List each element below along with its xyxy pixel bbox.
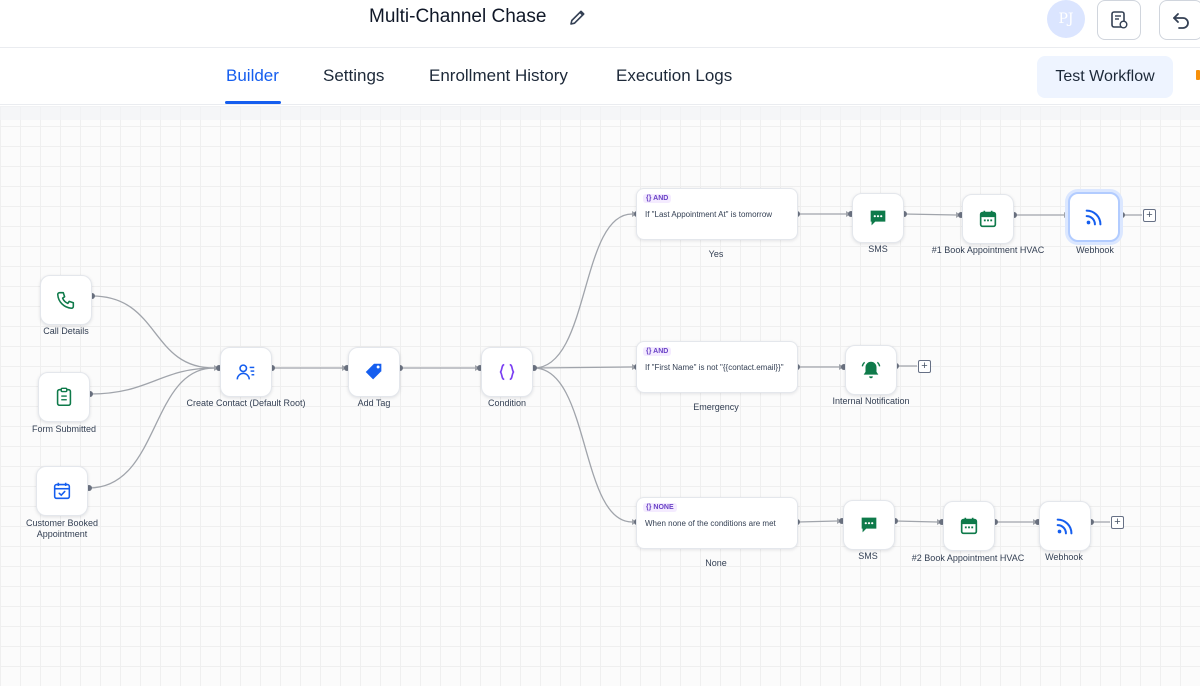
action-add-tag[interactable] <box>348 347 400 397</box>
action-internal-notification[interactable] <box>845 345 897 395</box>
branch-operator-badge: {} AND <box>643 347 672 356</box>
action-label: Webhook <box>1045 552 1083 562</box>
branch-name: Emergency <box>693 402 739 412</box>
nav-bar: Builder Settings Enrollment History Exec… <box>0 48 1200 105</box>
overflow-indicator <box>1196 70 1200 80</box>
action-webhook-2[interactable] <box>1039 501 1091 551</box>
user-list-icon <box>236 364 255 380</box>
message-icon <box>861 517 877 533</box>
action-book-appointment-2[interactable] <box>943 501 995 551</box>
action-label: Internal Notification <box>832 396 910 406</box>
trigger-form-submitted[interactable] <box>38 372 90 422</box>
branch-condition-text: If "First Name" is not "{{contact.email}… <box>645 363 784 372</box>
action-label: Webhook <box>1076 245 1114 255</box>
tab-builder[interactable]: Builder <box>226 66 279 85</box>
webhook-icon <box>1085 209 1102 226</box>
tag-icon <box>365 363 382 380</box>
branch-condition-text: If "Last Appointment At" is tomorrow <box>645 210 773 219</box>
message-icon <box>870 210 886 226</box>
action-sms[interactable] <box>852 193 904 243</box>
action-create-contact[interactable] <box>220 347 272 397</box>
undo-button[interactable] <box>1159 0 1200 40</box>
branch-condition-none[interactable]: {} NONE When none of the conditions are … <box>636 497 798 549</box>
canvas-top-shade <box>0 106 1200 120</box>
trigger-customer-booked-appointment[interactable] <box>36 466 88 516</box>
action-label: #1 Book Appointment HVAC <box>931 245 1045 255</box>
action-label: SMS <box>858 551 878 561</box>
branch-condition-yes[interactable]: {} AND If "Last Appointment At" is tomor… <box>636 188 798 240</box>
branch-operator-badge: {} NONE <box>643 503 677 512</box>
active-tab-indicator <box>225 101 281 104</box>
tab-execution-logs[interactable]: Execution Logs <box>616 66 733 85</box>
branch-condition-emergency[interactable]: {} AND If "First Name" is not "{{contact… <box>636 341 798 393</box>
braces-icon <box>499 363 515 381</box>
action-book-appointment-1[interactable] <box>962 194 1014 244</box>
webhook-icon <box>1056 518 1073 535</box>
clipboard-icon <box>56 387 72 407</box>
workflow-canvas[interactable] <box>0 106 1200 686</box>
trigger-call-details[interactable] <box>40 275 92 325</box>
undo-icon <box>1173 13 1189 29</box>
document-refresh-icon <box>1111 11 1128 29</box>
avatar[interactable]: PJ <box>1047 0 1085 38</box>
calendar-icon <box>960 517 978 535</box>
branch-operator-badge: {} AND <box>643 194 672 203</box>
phone-icon <box>56 291 75 310</box>
trigger-label: Customer Booked Appointment <box>25 518 99 539</box>
branch-name: None <box>705 558 727 568</box>
branch-condition-text: When none of the conditions are met <box>645 519 776 528</box>
action-label: SMS <box>868 244 888 254</box>
action-label: #2 Book Appointment HVAC <box>911 553 1025 563</box>
workflow-title: Multi-Channel Chase <box>369 6 547 27</box>
test-workflow-button[interactable]: Test Workflow <box>1037 56 1173 98</box>
pencil-icon[interactable] <box>568 7 588 27</box>
action-label: Condition <box>487 398 527 408</box>
calendar-check-icon <box>53 482 71 500</box>
add-step-button[interactable]: + <box>1143 209 1156 222</box>
calendar-icon <box>979 210 997 228</box>
tab-settings[interactable]: Settings <box>323 66 385 85</box>
notes-button[interactable] <box>1097 0 1141 40</box>
tab-enrollment-history[interactable]: Enrollment History <box>429 66 568 85</box>
add-step-button[interactable]: + <box>918 360 931 373</box>
action-sms-2[interactable] <box>843 500 895 550</box>
action-label: Create Contact (Default Root) <box>186 398 306 408</box>
add-step-button[interactable]: + <box>1111 516 1124 529</box>
condition-node[interactable] <box>481 347 533 397</box>
branch-name: Yes <box>708 249 724 259</box>
action-webhook-1[interactable] <box>1068 192 1120 242</box>
action-label: Add Tag <box>357 398 391 408</box>
trigger-label: Form Submitted <box>31 424 97 434</box>
top-bar: Multi-Channel Chase PJ <box>0 0 1200 48</box>
bell-icon <box>861 361 881 379</box>
trigger-label: Call Details <box>43 326 89 336</box>
